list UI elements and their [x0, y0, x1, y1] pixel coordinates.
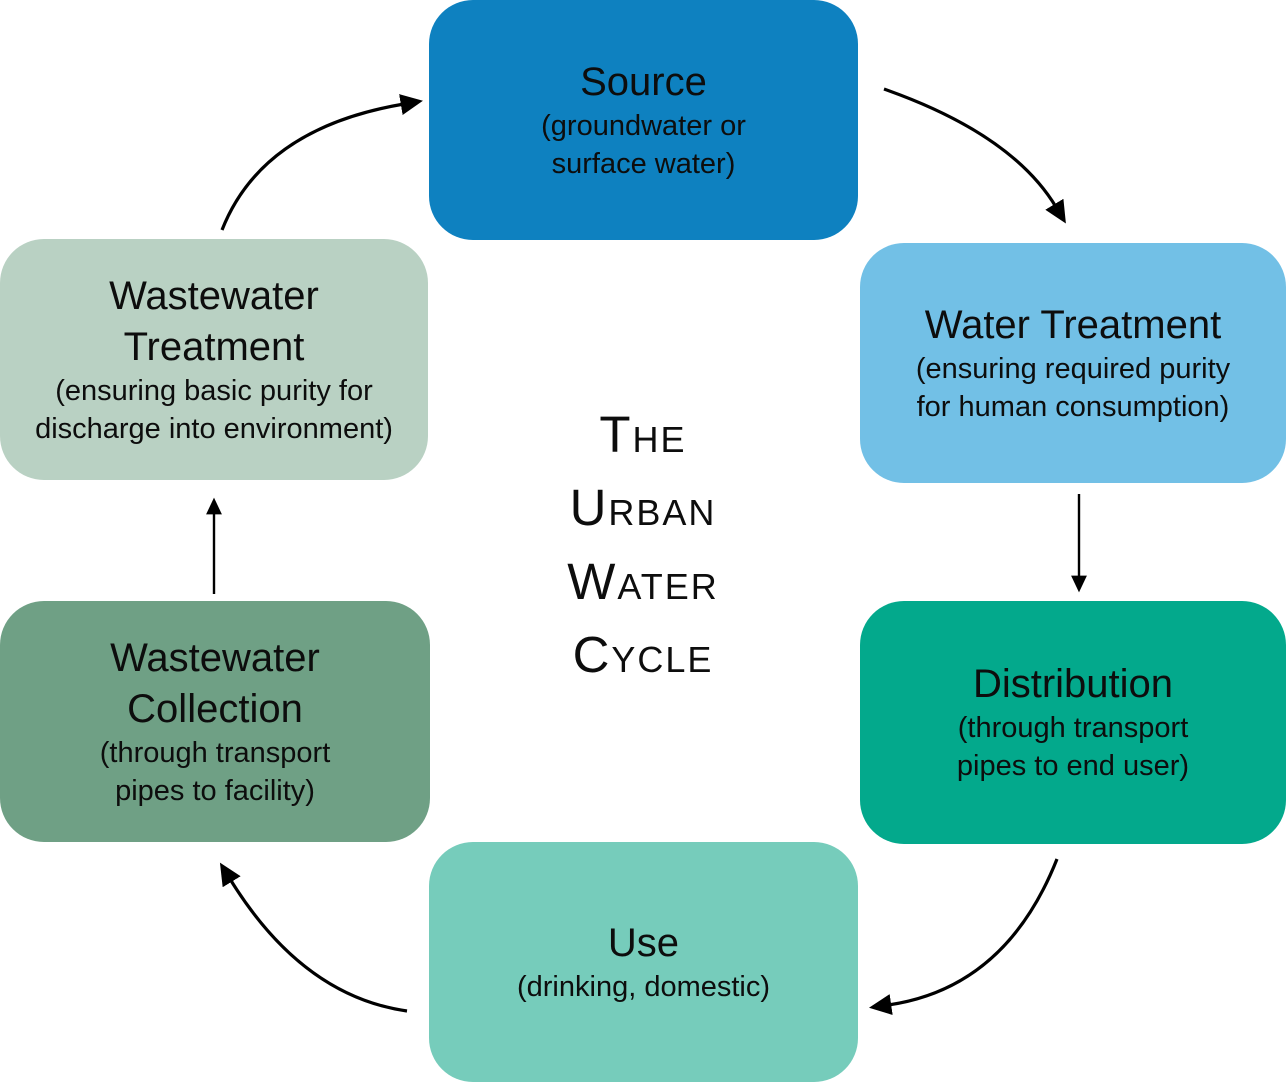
- node-wastewater-collection-heading: Wastewater Collection: [110, 635, 320, 731]
- node-wastewater-collection-subtitle: (through transport pipes to facility): [99, 737, 331, 807]
- node-source-heading: Source: [580, 59, 707, 104]
- node-use-subtitle: (drinking, domestic): [516, 970, 771, 1003]
- node-distribution: Distribution (through transport pipes to…: [860, 601, 1286, 844]
- node-use-heading: Use: [607, 920, 680, 965]
- node-wastewater-collection: Wastewater Collection (through transport…: [0, 601, 430, 842]
- arrow-use-to-wastewater-collection: [219, 862, 408, 1013]
- node-water-treatment-heading: Water Treatment: [924, 302, 1222, 347]
- node-wastewater-treatment-heading: Wastewater Treatment: [109, 273, 319, 369]
- arrow-source-to-water-treatment: [883, 87, 1066, 224]
- arrow-distribution-to-use: [868, 858, 1059, 1015]
- node-wastewater-treatment: Wastewater Treatment (ensuring basic pur…: [0, 239, 428, 480]
- node-water-treatment-subtitle: (ensuring required purity for human cons…: [915, 352, 1231, 423]
- node-distribution-subtitle: (through transport pipes to end user): [956, 712, 1190, 783]
- node-water-treatment: Water Treatment (ensuring required purit…: [860, 243, 1286, 483]
- diagram-title: The Urban Water Cycle: [567, 406, 719, 684]
- node-source: Source (groundwater or surface water): [429, 0, 858, 240]
- node-use: Use (drinking, domestic): [429, 842, 858, 1082]
- node-wastewater-treatment-subtitle: (ensuring basic purity for discharge int…: [35, 375, 393, 445]
- node-source-subtitle: (groundwater or surface water): [541, 109, 746, 180]
- node-distribution-heading: Distribution: [972, 662, 1174, 707]
- arrow-wastewater-treatment-to-source: [220, 94, 423, 231]
